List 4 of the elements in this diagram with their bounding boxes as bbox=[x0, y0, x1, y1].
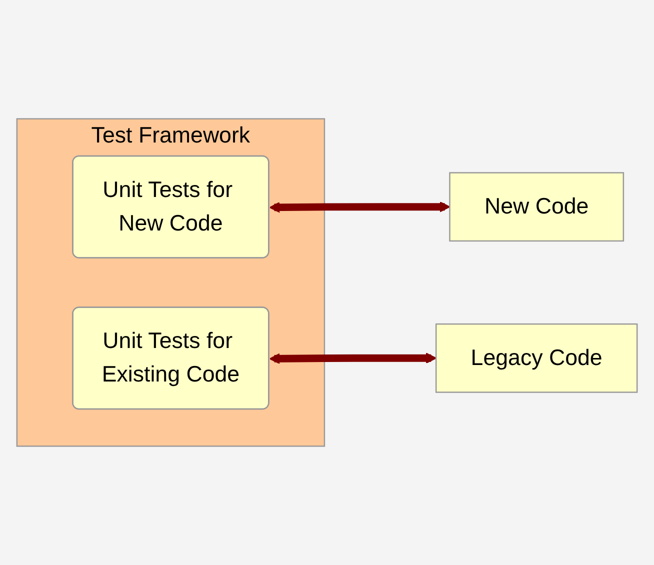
arrow bbox=[269, 352, 437, 364]
node-box: New Code bbox=[449, 172, 624, 242]
node-box: Legacy Code bbox=[435, 323, 638, 393]
arrow bbox=[269, 201, 450, 213]
